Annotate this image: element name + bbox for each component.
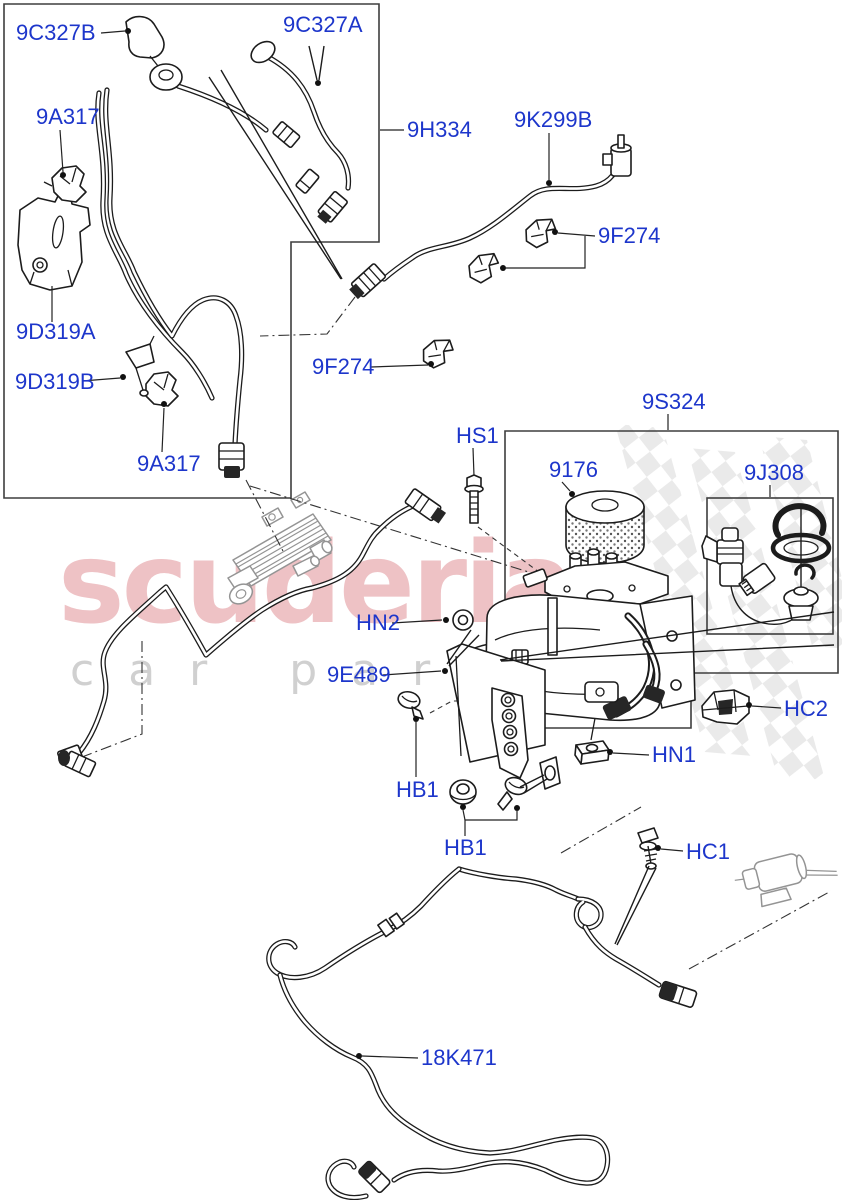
label-9f274-a[interactable]: 9F274 [598, 223, 660, 248]
label-9c327b[interactable]: 9C327B [16, 20, 96, 45]
label-hs1[interactable]: HS1 [456, 423, 499, 448]
connector-9k299b-ends [349, 134, 632, 300]
connector-18k471-mid [358, 912, 698, 1194]
washer-screws-hb1 [397, 690, 528, 811]
leader-lines [51, 28, 782, 1059]
label-hc1[interactable]: HC1 [686, 839, 730, 864]
label-9a317-a[interactable]: 9A317 [36, 104, 100, 129]
label-hn2[interactable]: HN2 [356, 610, 400, 635]
grommet-hn2 [452, 609, 474, 631]
label-9d319b[interactable]: 9D319B [15, 369, 95, 394]
label-9k299b[interactable]: 9K299B [514, 107, 592, 132]
label-hb1-a[interactable]: HB1 [396, 777, 439, 802]
clip-9f274-2 [467, 251, 500, 285]
clip-9a317-bottom [145, 371, 179, 407]
clip-9f274-1 [523, 215, 558, 251]
pipe-9c327b [98, 86, 266, 444]
clip-9a317-top [43, 165, 87, 203]
clip-hc1 [637, 827, 659, 870]
label-9s324[interactable]: 9S324 [642, 389, 706, 414]
label-9e489[interactable]: 9E489 [327, 662, 391, 687]
sensor-kit-9j308 [701, 503, 832, 625]
label-9f274-b[interactable]: 9F274 [312, 354, 374, 379]
bolt-hs1 [464, 474, 484, 524]
label-hn1[interactable]: HN1 [652, 742, 696, 767]
connector-9k299a-ends [57, 488, 447, 778]
label-9c327a[interactable]: 9C327A [283, 12, 363, 37]
fuel-damper-ghost [734, 853, 838, 908]
connector-upipe [218, 442, 245, 478]
inset-box-9h334 [3, 3, 380, 499]
label-9j308[interactable]: 9J308 [744, 460, 804, 485]
label-hc2[interactable]: HC2 [784, 696, 828, 721]
clip-hc2 [701, 689, 750, 725]
label-9h334[interactable]: 9H334 [407, 117, 472, 142]
bracket-9d319a [17, 193, 91, 291]
screw-hb1-lower [497, 776, 528, 811]
part-labels: 9C327B 9C327A 9H334 9K299B 9F274 9F274 9… [15, 12, 828, 1070]
screw-hb1-upper [397, 690, 424, 720]
label-9d319a[interactable]: 9D319A [16, 319, 96, 344]
label-9176[interactable]: 9176 [549, 457, 598, 482]
pipe-18k471 [269, 869, 659, 1198]
pointer-arrows [208, 45, 835, 946]
filter-element-9176 [565, 490, 645, 564]
connector-9c327b-top [125, 15, 183, 91]
nut-hn1 [574, 701, 610, 765]
label-9a317-b[interactable]: 9A317 [137, 451, 201, 476]
label-hb1-b[interactable]: HB1 [444, 835, 487, 860]
label-18k471[interactable]: 18K471 [421, 1045, 497, 1070]
bracket-9d319b [125, 335, 155, 397]
connector-9c327a-ends [250, 40, 348, 224]
inset-box-9j308 [706, 497, 834, 635]
